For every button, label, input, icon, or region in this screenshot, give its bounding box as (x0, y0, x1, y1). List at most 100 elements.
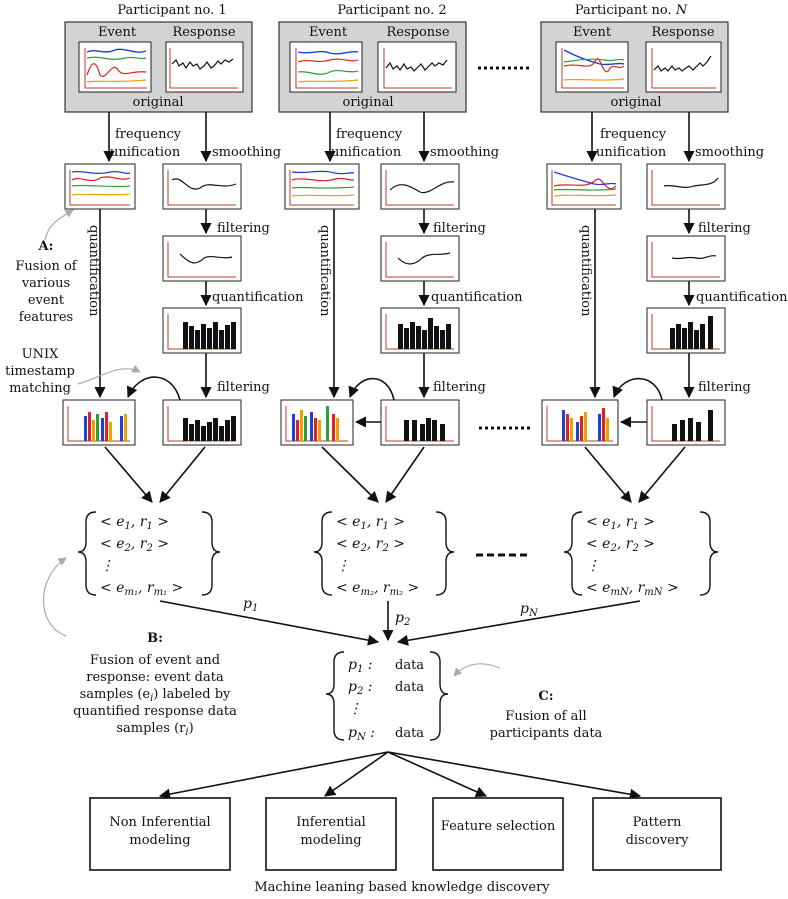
svg-text:original: original (343, 95, 394, 110)
frequency-label: frequency (115, 127, 182, 142)
svg-text:A:: A: (38, 239, 54, 254)
svg-text:< emN, rmN >: < emN, rmN > (586, 580, 679, 598)
svg-text:Event: Event (573, 25, 612, 40)
svg-text:UNIX: UNIX (22, 347, 59, 362)
pair-row-1: < e1, r1 > (100, 514, 169, 532)
svg-text:modeling: modeling (300, 833, 361, 848)
footer-caption: Machine leaning based knowledge discover… (254, 880, 550, 895)
svg-text:samples (ri): samples (ri) (116, 721, 193, 738)
svg-text:quantification: quantification (212, 290, 304, 305)
svg-text:Inferential: Inferential (296, 815, 366, 830)
svg-text:< em₂, rm₂ >: < em₂, rm₂ > (336, 580, 419, 598)
svg-text:response: event data: response: event data (86, 670, 224, 685)
svg-text:Response: Response (386, 25, 449, 40)
svg-text:smoothing: smoothing (695, 145, 764, 160)
output-arrows (158, 751, 642, 800)
svg-text:timestamp: timestamp (5, 364, 75, 379)
svg-text:unification: unification (596, 145, 667, 160)
annotation-c: C: Fusion of all participants data (453, 663, 603, 741)
output-box-inferential: Inferential modeling (265, 797, 397, 871)
annotation-b: B: Fusion of event and response: event d… (43, 557, 237, 738)
output-box-pattern-discovery: Pattern discovery (592, 797, 722, 871)
participant-2-title: Participant no. 2 (337, 3, 446, 18)
svg-text:C:: C: (538, 689, 553, 704)
participants-data-block: p1 : data p2 : data ⋮ pN : data (325, 651, 449, 743)
svg-text:Event: Event (309, 25, 348, 40)
participant-1-column: Participant no. 1 Event Response origina… (62, 3, 304, 598)
smoothing-label: smoothing (212, 145, 281, 160)
svg-text:< e2, r2 >: < e2, r2 > (336, 536, 405, 554)
svg-text:Fusion of all: Fusion of all (505, 709, 586, 724)
pair-row-dots: ⋮ (100, 558, 114, 574)
original-label: original (133, 95, 184, 110)
svg-text:samples (ei) labeled by: samples (ei) labeled by (80, 687, 231, 704)
unification-label: unification (110, 145, 181, 160)
pdata-row-2: p2 : (348, 679, 373, 697)
response-original-line (169, 48, 238, 89)
output-box-non-inferential: Non Inferential modeling (89, 797, 231, 871)
svg-text:⋮: ⋮ (586, 558, 600, 574)
svg-text:smoothing: smoothing (430, 145, 499, 160)
svg-text:filtering: filtering (433, 221, 486, 236)
svg-text:< e1, r1 >: < e1, r1 > (586, 514, 655, 532)
unix-label: UNIX timestamp matching (5, 347, 141, 396)
svg-text:data: data (395, 680, 424, 695)
participant-merge-arrows: p1 p2 pN (159, 596, 641, 646)
annotation-a: A: Fusion of various event features (15, 209, 78, 325)
svg-text:filtering: filtering (698, 221, 751, 236)
pdata-row-n: pN : (348, 725, 375, 743)
event-label: Event (98, 25, 137, 40)
svg-text:event: event (28, 293, 65, 308)
svg-text:original: original (611, 95, 662, 110)
ellipsis-separators (476, 66, 531, 557)
svg-text:data: data (395, 658, 424, 673)
svg-text:various: various (21, 276, 70, 291)
svg-text:participants data: participants data (490, 726, 603, 741)
svg-text:data: data (395, 726, 424, 741)
pair-row-last: < em₁, rm₁ > (100, 580, 183, 598)
svg-text:B:: B: (147, 631, 163, 646)
svg-text:Non Inferential: Non Inferential (109, 815, 210, 830)
svg-text:unification: unification (331, 145, 402, 160)
output-box-feature-selection: Feature selection (432, 797, 564, 871)
response-original-chart (165, 41, 244, 93)
svg-text:⋮: ⋮ (336, 558, 350, 574)
svg-text:filtering: filtering (698, 380, 751, 395)
svg-text:Fusion of: Fusion of (15, 259, 77, 274)
svg-text:quantification: quantification (431, 290, 523, 305)
participant-n-title: Participant no. N (575, 3, 688, 18)
event-original-lines (84, 48, 147, 89)
pdata-row-1: p1 : (348, 657, 373, 675)
svg-text:quantified response data: quantified response data (73, 704, 237, 719)
svg-text:filtering: filtering (217, 380, 270, 395)
p2-label: p2 (395, 610, 410, 628)
svg-text:quantification: quantification (578, 225, 593, 317)
response-filtered-chart (162, 235, 242, 282)
svg-text:frequency: frequency (336, 127, 403, 142)
svg-text:⋮: ⋮ (348, 701, 362, 717)
svg-text:quantification: quantification (696, 290, 788, 305)
p1-label: p1 (243, 596, 258, 614)
svg-text:quantification: quantification (86, 225, 101, 317)
svg-text:< e2, r2 >: < e2, r2 > (586, 536, 655, 554)
svg-text:features: features (19, 310, 73, 325)
response-label: Response (172, 25, 235, 40)
svg-text:Response: Response (651, 25, 714, 40)
svg-text:filtering: filtering (217, 221, 270, 236)
svg-text:frequency: frequency (600, 127, 667, 142)
participant-2-column: Participant no. 2 Event Response origina… (278, 3, 523, 598)
svg-text:modeling: modeling (129, 833, 190, 848)
participant-n-column: Participant no. N Event Response origina… (540, 3, 788, 598)
participant-1-title: Participant no. 1 (117, 3, 226, 18)
svg-text:filtering: filtering (433, 380, 486, 395)
pair-row-2: < e2, r2 > (100, 536, 169, 554)
svg-text:< e1, r1 >: < e1, r1 > (336, 514, 405, 532)
svg-text:Feature selection: Feature selection (441, 819, 556, 834)
pN-label: pN (520, 601, 539, 619)
svg-text:discovery: discovery (626, 833, 690, 848)
svg-text:Pattern: Pattern (633, 815, 682, 830)
svg-text:matching: matching (9, 381, 71, 396)
svg-text:Fusion of event and: Fusion of event and (90, 653, 220, 668)
svg-text:quantification: quantification (317, 225, 332, 317)
